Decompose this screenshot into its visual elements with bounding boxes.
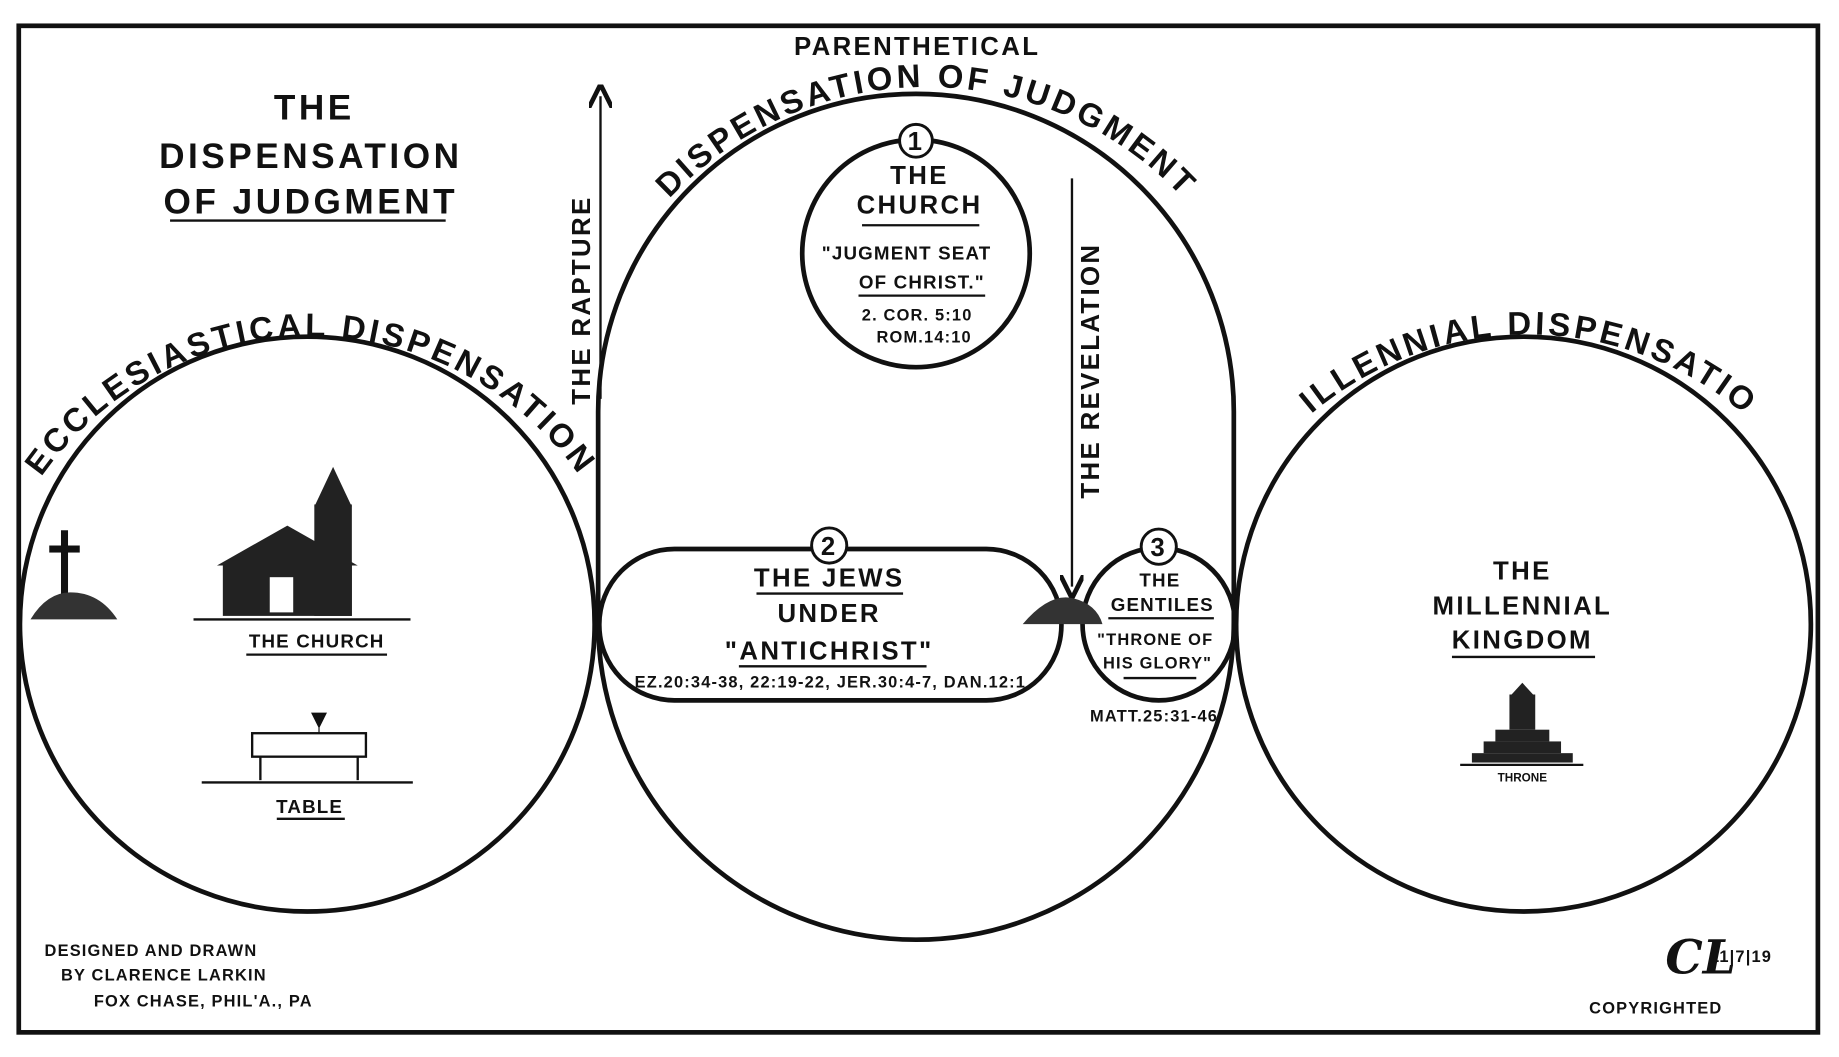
table-label: TABLE bbox=[276, 796, 343, 817]
svg-text:"JUGMENT SEAT: "JUGMENT SEAT bbox=[822, 242, 992, 263]
svg-text:"THRONE OF: "THRONE OF bbox=[1097, 631, 1213, 649]
millennial-circle bbox=[1233, 334, 1814, 914]
svg-text:3: 3 bbox=[1150, 534, 1167, 562]
svg-text:THE: THE bbox=[1139, 570, 1180, 591]
frame bbox=[16, 23, 1821, 1035]
church-building-icon bbox=[193, 466, 411, 621]
church-label: THE CHURCH bbox=[249, 631, 385, 652]
parenthetical-label: PARENTHETICAL bbox=[794, 33, 1040, 61]
svg-text:THE JEWS: THE JEWS bbox=[754, 565, 905, 593]
monogram: CL bbox=[1665, 931, 1735, 986]
throne-icon bbox=[1460, 682, 1584, 767]
judgment-stadium bbox=[595, 91, 1237, 943]
svg-text:ROM.14:10: ROM.14:10 bbox=[877, 329, 972, 347]
svg-text:KINGDOM: KINGDOM bbox=[1452, 627, 1593, 655]
svg-text:2. COR. 5:10: 2. COR. 5:10 bbox=[862, 306, 973, 324]
svg-text:"ANTICHRIST": "ANTICHRIST" bbox=[725, 637, 934, 665]
main-title: THE DISPENSATION OF JUDGMENT bbox=[159, 89, 462, 222]
svg-text:DISPENSATION: DISPENSATION bbox=[159, 137, 462, 176]
svg-text:CHURCH: CHURCH bbox=[857, 192, 983, 220]
throne-label: THRONE bbox=[1498, 771, 1548, 784]
svg-text:HIS GLORY": HIS GLORY" bbox=[1103, 655, 1212, 673]
svg-text:EZ.20:34-38, 22:19-22, JER.30:: EZ.20:34-38, 22:19-22, JER.30:4-7, DAN.1… bbox=[635, 673, 1026, 691]
number-badge-2 bbox=[810, 526, 849, 565]
rapture-label: THE RAPTURE bbox=[568, 195, 596, 404]
table-icon bbox=[201, 712, 413, 784]
gentiles-reference: MATT.25:31-46 bbox=[1090, 707, 1218, 725]
revelation-label: THE REVELATION bbox=[1077, 243, 1105, 499]
number-badge-1 bbox=[898, 122, 934, 159]
cross-icon bbox=[30, 530, 118, 620]
svg-text:THE: THE bbox=[890, 162, 949, 190]
number-badge-3 bbox=[1139, 527, 1178, 566]
svg-text:GENTILES: GENTILES bbox=[1111, 594, 1214, 615]
svg-text:FOX CHASE, PHIL'A., PA: FOX CHASE, PHIL'A., PA bbox=[94, 993, 313, 1011]
ecclesiastical-arc-label: ECCLESIASTICAL DISPENSATION bbox=[17, 306, 604, 481]
svg-text:THE: THE bbox=[1493, 558, 1552, 586]
svg-text:2: 2 bbox=[821, 533, 838, 561]
credits: DESIGNED AND DRAWN BY CLARENCE LARKIN FO… bbox=[45, 942, 313, 1011]
rock-icon bbox=[1022, 597, 1103, 625]
svg-text:OF JUDGMENT: OF JUDGMENT bbox=[163, 183, 458, 222]
svg-text:DESIGNED AND DRAWN: DESIGNED AND DRAWN bbox=[45, 942, 258, 960]
svg-text:MILLENNIAL: MILLENNIAL bbox=[1433, 593, 1613, 621]
svg-text:11|7|19: 11|7|19 bbox=[1710, 948, 1772, 966]
svg-text:COPYRIGHTED: COPYRIGHTED bbox=[1589, 1000, 1722, 1018]
ecclesiastical-circle bbox=[17, 334, 597, 914]
signature: CL 11|7|19 COPYRIGHTED bbox=[1589, 931, 1772, 1018]
svg-text:UNDER: UNDER bbox=[777, 600, 880, 628]
svg-text:THE: THE bbox=[274, 89, 355, 128]
svg-text:OF CHRIST.": OF CHRIST." bbox=[859, 272, 985, 293]
svg-text:1: 1 bbox=[908, 128, 925, 156]
svg-text:BY CLARENCE LARKIN: BY CLARENCE LARKIN bbox=[61, 967, 267, 985]
